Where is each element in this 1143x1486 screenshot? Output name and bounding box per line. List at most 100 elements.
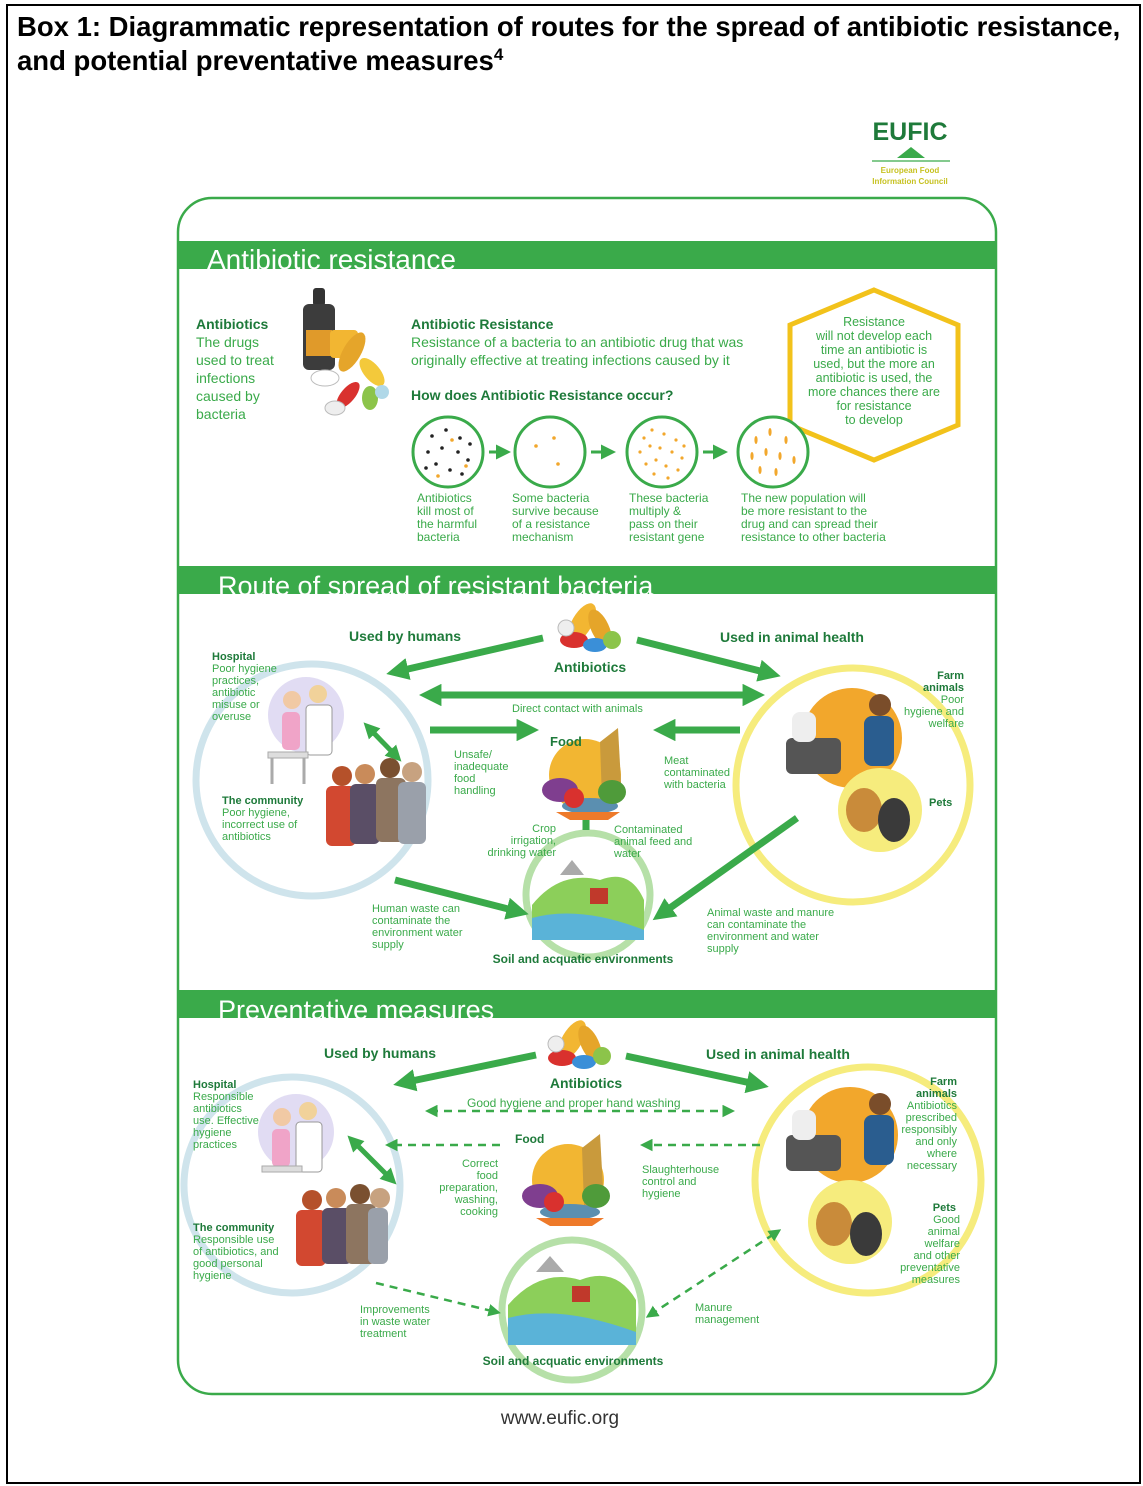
svg-text:Improvements: Improvements: [360, 1304, 430, 1316]
farm-text-prevention: Farm animals Antibiotics prescribed resp…: [901, 1076, 957, 1172]
animal-circle: [732, 664, 974, 906]
svg-text:of a resistance: of a resistance: [512, 517, 590, 531]
svg-text:Poor hygiene: Poor hygiene: [212, 663, 277, 675]
food-basket-illustration: [542, 728, 626, 820]
used-by-humans-label-prevention: Used by humans: [324, 1045, 436, 1061]
environment-circle: [522, 829, 654, 961]
box-title-text: Box 1: Diagrammatic representation of ro…: [17, 11, 1121, 76]
svg-text:Antibiotics: Antibiotics: [907, 1100, 958, 1112]
food-label: Food: [550, 734, 582, 749]
svg-text:drug and can spread their: drug and can spread their: [741, 517, 878, 531]
pyramid-logo-icon: [897, 147, 925, 158]
eufic-logo[interactable]: EUFIC European Food Information Council: [872, 118, 950, 186]
svg-text:can contaminate the: can contaminate the: [707, 919, 806, 931]
svg-text:The new population will: The new population will: [741, 491, 866, 505]
svg-text:prescribed: prescribed: [906, 1112, 957, 1124]
slaughterhouse-text: Slaughterhouse control and hygiene: [642, 1164, 719, 1200]
resistance-process-steps: [411, 415, 810, 489]
farm-text: Farm animals Poor hygiene and welfare: [904, 670, 964, 730]
pets-text-prevention: Pets Good animal welfare and other preve…: [900, 1202, 960, 1286]
box-title: Box 1: Diagrammatic representation of ro…: [17, 10, 1132, 78]
farm-animals-illustration: [786, 688, 902, 788]
footnote-reference[interactable]: 4: [493, 44, 504, 64]
hospital-illustration: [267, 677, 344, 784]
svg-text:used, but the more an: used, but the more an: [813, 357, 935, 371]
svg-text:Meat: Meat: [664, 755, 688, 767]
step-4-circle: [736, 415, 810, 489]
svg-text:Resistance: Resistance: [843, 315, 905, 329]
svg-text:survive because: survive because: [512, 504, 599, 518]
svg-text:Unsafe/: Unsafe/: [454, 749, 493, 761]
svg-text:misuse or: misuse or: [212, 699, 260, 711]
how-resistance-heading: How does Antibiotic Resistance occur?: [411, 387, 673, 403]
svg-text:Crop: Crop: [532, 823, 556, 835]
svg-text:be more resistant to the: be more resistant to the: [741, 504, 867, 518]
manure-management-text: Manure management: [695, 1302, 759, 1326]
svg-text:Pets: Pets: [933, 1202, 956, 1214]
svg-text:time an antibiotic is: time an antibiotic is: [821, 343, 927, 357]
svg-text:Responsible use: Responsible use: [193, 1234, 274, 1246]
svg-text:animal feed and: animal feed and: [614, 836, 692, 848]
community-people-illustration: [326, 758, 426, 846]
arrow-hospital-community-prevention: [347, 1135, 397, 1185]
arrow-antibiotics-to-humans-prevention: [393, 1051, 537, 1092]
hospital-illustration-prevention: [258, 1094, 334, 1173]
website-link[interactable]: www.eufic.org: [500, 1408, 620, 1429]
hospital-heading-prevention: Hospital: [193, 1079, 236, 1091]
svg-text:supply: supply: [372, 939, 404, 951]
svg-text:Farm: Farm: [937, 670, 964, 682]
svg-text:and other: and other: [914, 1250, 961, 1262]
svg-text:Farm: Farm: [930, 1076, 957, 1088]
section-1-header-band: [178, 241, 996, 269]
svg-text:multiply &: multiply &: [629, 504, 681, 518]
box-frame: [6, 4, 1141, 1484]
svg-text:irrigation,: irrigation,: [511, 835, 556, 847]
pets-label: Pets: [929, 797, 952, 809]
svg-text:Animal waste and manure: Animal waste and manure: [707, 907, 834, 919]
antibiotics-heading: Antibiotics: [196, 316, 269, 332]
svg-text:to develop: to develop: [845, 413, 903, 427]
svg-text:Poor hygiene,: Poor hygiene,: [222, 807, 290, 819]
svg-text:Poor: Poor: [941, 694, 965, 706]
svg-text:Some bacteria: Some bacteria: [512, 491, 590, 505]
svg-text:mechanism: mechanism: [512, 530, 573, 544]
direct-contact-label: Direct contact with animals: [512, 703, 643, 715]
svg-text:incorrect use of: incorrect use of: [222, 819, 298, 831]
svg-text:The drugs: The drugs: [196, 334, 259, 350]
community-heading-prevention: The community: [193, 1222, 275, 1234]
svg-text:bacteria: bacteria: [417, 530, 460, 544]
svg-text:of antibiotics, and: of antibiotics, and: [193, 1246, 279, 1258]
svg-text:drinking water: drinking water: [488, 847, 557, 859]
food-label-prevention: Food: [515, 1132, 544, 1146]
svg-text:antibiotics: antibiotics: [193, 1103, 242, 1115]
svg-text:more chances there are: more chances there are: [808, 385, 940, 399]
svg-text:Correct: Correct: [462, 1158, 498, 1170]
svg-text:bacteria: bacteria: [196, 406, 246, 422]
section-2-header: Route of spread of resistant bacteria: [218, 571, 654, 601]
section-3-header: Preventative measures: [218, 995, 494, 1025]
svg-text:hygiene: hygiene: [642, 1188, 681, 1200]
arrow-animal-waste: [652, 815, 800, 921]
svg-text:cooking: cooking: [460, 1206, 498, 1218]
step-2-circle: [513, 415, 587, 489]
community-heading: The community: [222, 795, 304, 807]
human-circle-prevention: [180, 1073, 404, 1297]
human-circle: [192, 660, 432, 900]
human-waste-text: Human waste can contaminate the environm…: [372, 903, 463, 951]
arrow-waste-water: [375, 1281, 501, 1317]
crop-irrigation-text: Crop irrigation, drinking water: [488, 823, 557, 859]
svg-text:necessary: necessary: [907, 1160, 958, 1172]
used-by-humans-label: Used by humans: [349, 628, 461, 644]
soil-aquatic-environment-illustration-prevention: [508, 1256, 636, 1345]
svg-text:kill most of: kill most of: [417, 504, 474, 518]
svg-text:food: food: [477, 1170, 498, 1182]
svg-text:animals: animals: [923, 682, 964, 694]
svg-text:hygiene: hygiene: [193, 1270, 232, 1282]
svg-text:antibiotic is used, the: antibiotic is used, the: [816, 371, 933, 385]
svg-text:preparation,: preparation,: [439, 1182, 498, 1194]
svg-text:antibiotics: antibiotics: [222, 831, 271, 843]
svg-text:pass on their: pass on their: [629, 517, 698, 531]
logo-name: EUFIC: [873, 118, 948, 146]
svg-text:handling: handling: [454, 785, 496, 797]
community-text-prevention: Responsible use of antibiotics, and good…: [193, 1234, 279, 1282]
